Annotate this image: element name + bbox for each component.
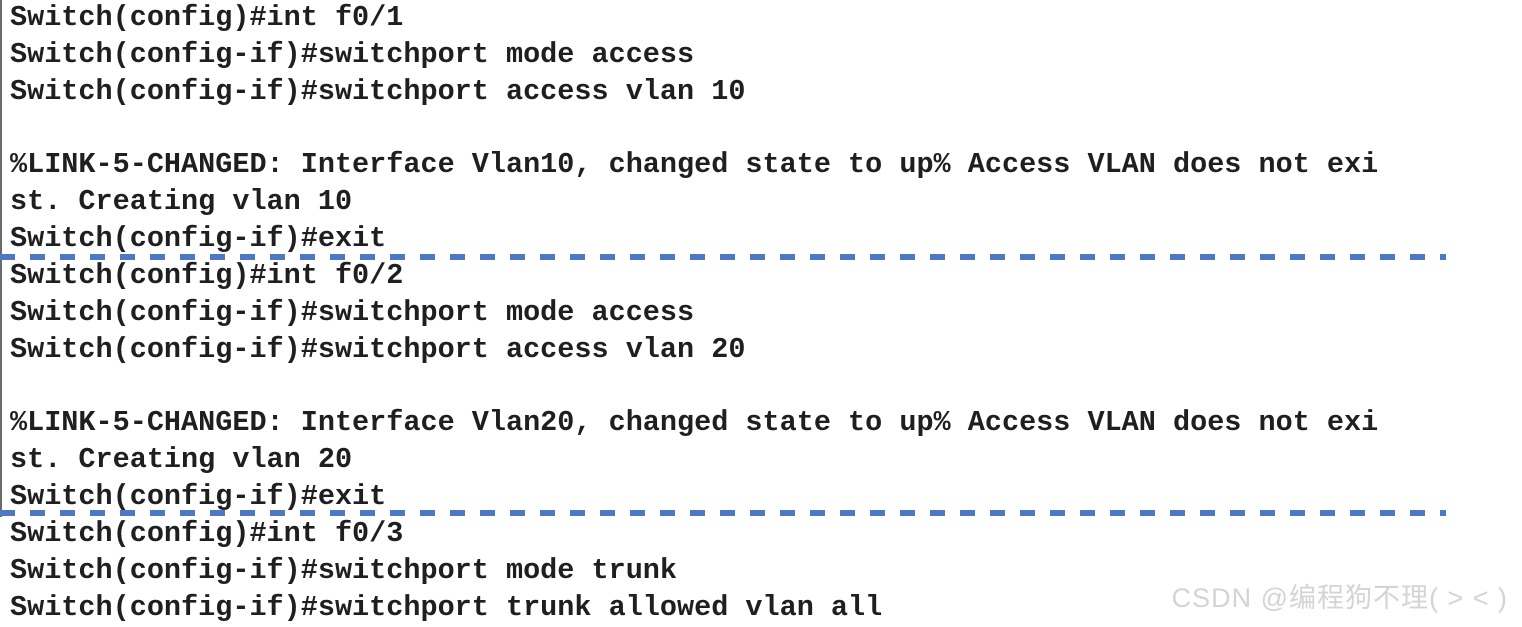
section-divider-dashed-2: [0, 510, 1446, 516]
terminal-line: Switch(config)#int f0/1: [10, 1, 404, 34]
terminal-line: Switch(config-if)#switchport access vlan…: [10, 332, 746, 366]
terminal-line: Switch(config)#int f0/2: [10, 258, 404, 292]
csdn-watermark: CSDN @编程狗不理( > < ): [1171, 583, 1508, 613]
terminal-line: Switch(config)#int f0/3: [10, 516, 404, 550]
terminal-line: st. Creating vlan 20: [10, 443, 353, 477]
terminal-line: Switch(config-if)#switchport mode access: [10, 37, 695, 71]
terminal-line: st. Creating vlan 10: [10, 185, 353, 219]
terminal-line: [0, 368, 1522, 405]
terminal-line: Switch(config-if)#exit: [10, 479, 387, 513]
terminal-line: %LINK-5-CHANGED: Interface Vlan10, chang…: [10, 148, 1379, 182]
terminal-line: Switch(config-if)#switchport access vlan…: [10, 74, 746, 108]
terminal-line: Switch(config-if)#switchport mode trunk: [10, 553, 678, 587]
section-divider-dashed-1: [0, 254, 1446, 260]
terminal-line: %LINK-5-CHANGED: Interface Vlan20, chang…: [10, 406, 1379, 440]
terminal-line: Switch(config-if)#switchport trunk allow…: [10, 590, 883, 624]
terminal-line: Switch(config-if)#exit: [10, 222, 387, 256]
terminal-line: [0, 111, 1522, 148]
terminal-line: Switch(config-if)#switchport mode access: [10, 295, 695, 329]
